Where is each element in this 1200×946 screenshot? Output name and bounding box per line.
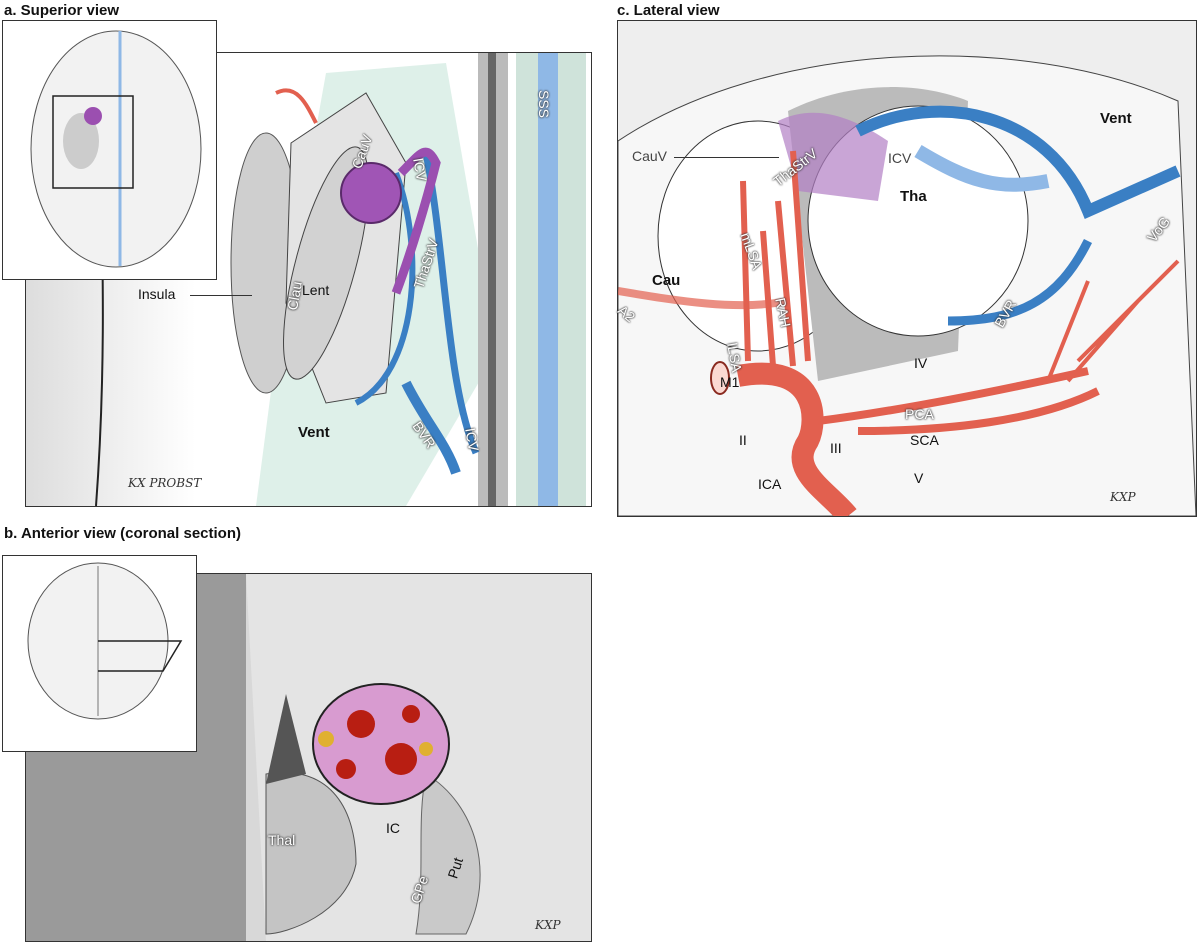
label-c-ii: II bbox=[739, 432, 747, 448]
lateral-view-illustration bbox=[618, 21, 1196, 516]
superior-view-inset bbox=[2, 20, 217, 280]
label-sss: SSS bbox=[536, 90, 552, 119]
label-c-iii: III bbox=[830, 440, 842, 456]
label-c-ica: ICA bbox=[758, 476, 782, 492]
label-vent: Vent bbox=[298, 424, 330, 441]
coronal-section-illustration bbox=[26, 574, 591, 941]
insula-leader-line bbox=[190, 295, 252, 297]
artist-signature-b: KXP bbox=[535, 918, 561, 932]
lateral-view-panel bbox=[617, 20, 1197, 517]
label-c-tha: Tha bbox=[900, 188, 927, 205]
anterior-view-panel bbox=[25, 573, 592, 942]
label-c-cauv: CauV bbox=[632, 148, 668, 164]
label-b-ic: IC bbox=[386, 820, 400, 836]
label-c-sca: SCA bbox=[910, 432, 939, 448]
brain-overview-coronal-icon bbox=[27, 562, 183, 720]
panel-a-title: a. Superior view bbox=[4, 2, 120, 19]
label-c-m1: M1 bbox=[720, 374, 740, 390]
label-lent: Lent bbox=[302, 282, 330, 298]
brain-overview-top-icon bbox=[30, 30, 202, 268]
label-c-pca: PCA bbox=[905, 406, 934, 422]
label-c-iv: IV bbox=[914, 355, 928, 371]
panel-c-title: c. Lateral view bbox=[617, 2, 720, 19]
cauv-leader-line bbox=[674, 157, 779, 159]
artist-signature-c: KXP bbox=[1110, 490, 1136, 504]
label-c-v: V bbox=[914, 470, 924, 486]
label-c-cau: Cau bbox=[652, 272, 681, 289]
artist-signature-a: KX PROBST bbox=[128, 476, 202, 490]
label-b-thal: Thal bbox=[268, 832, 296, 848]
anterior-view-inset bbox=[2, 555, 197, 752]
label-c-icv: ICV bbox=[888, 150, 912, 166]
label-c-vent: Vent bbox=[1100, 110, 1132, 127]
panel-b-title: b. Anterior view (coronal section) bbox=[4, 525, 241, 542]
label-insula: Insula bbox=[138, 286, 176, 302]
